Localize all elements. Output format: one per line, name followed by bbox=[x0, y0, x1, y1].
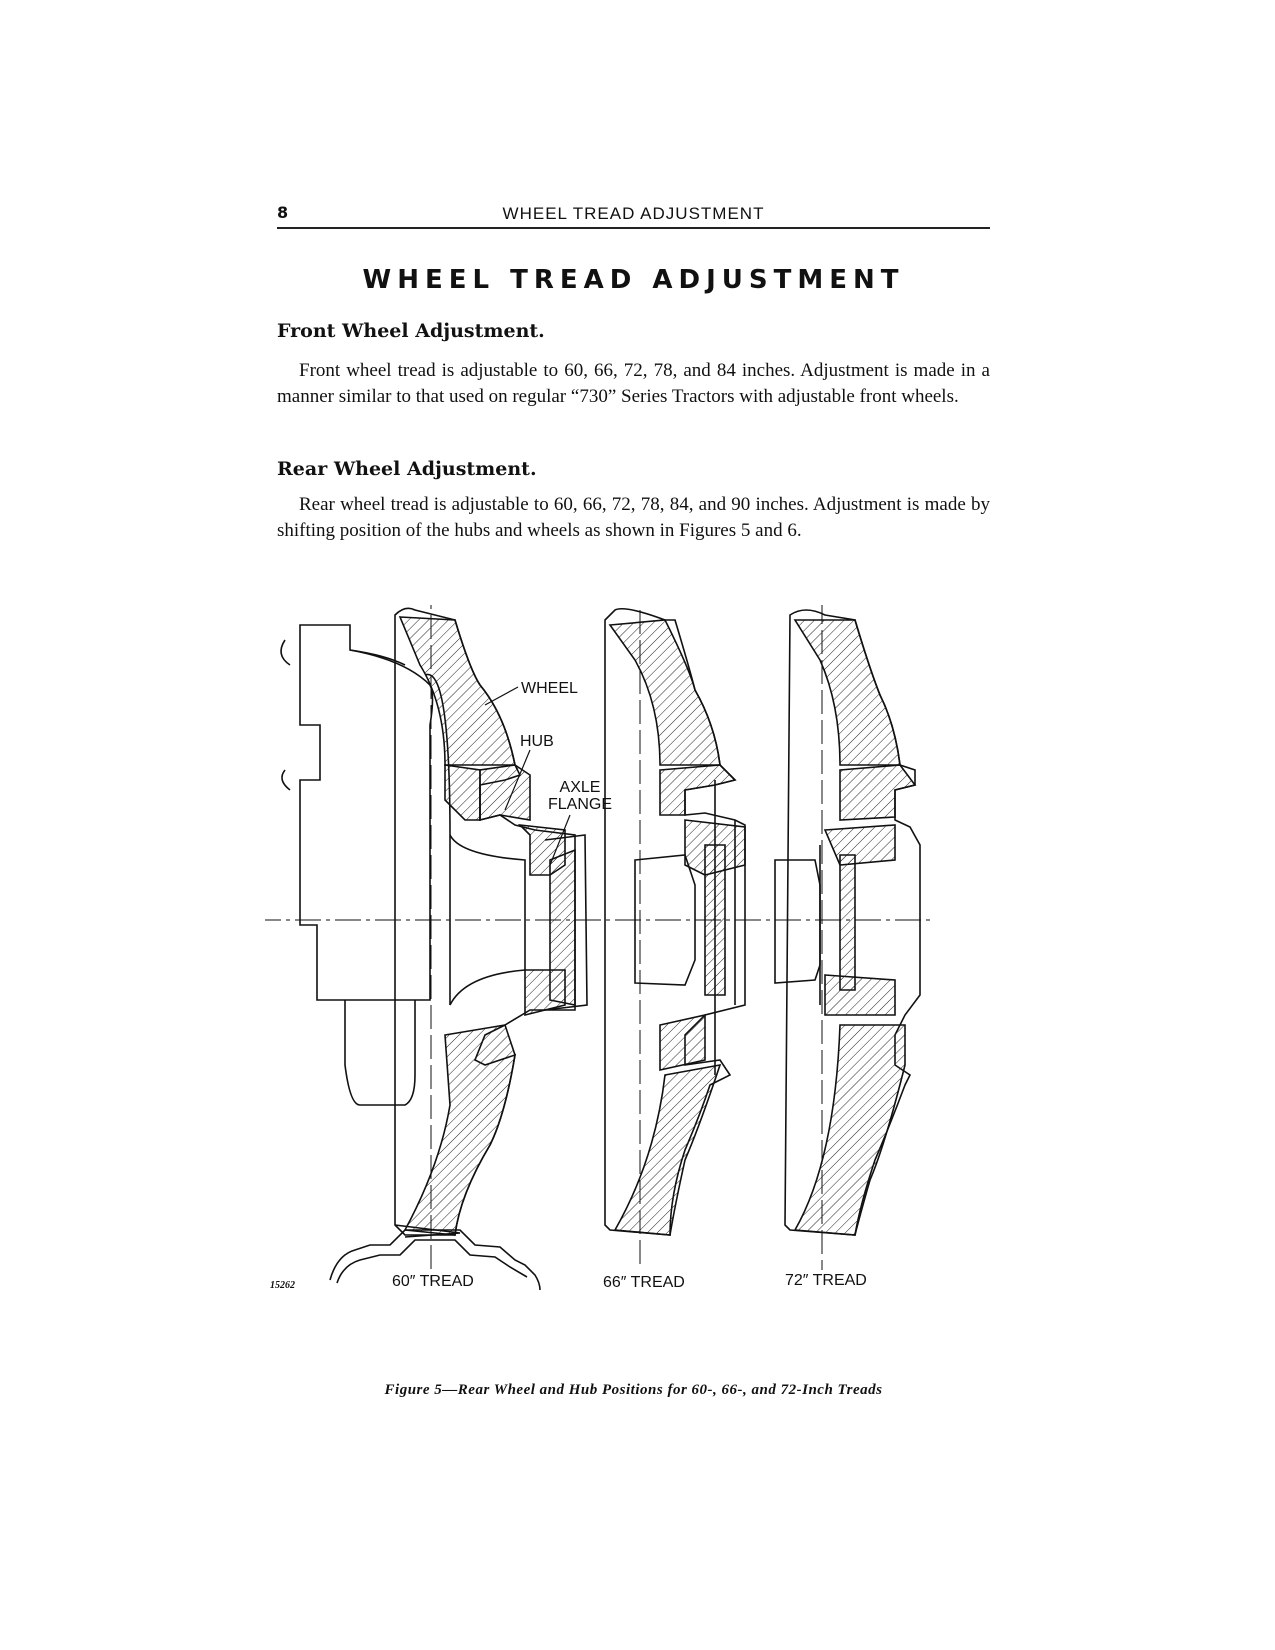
callout-hub: HUB bbox=[520, 733, 554, 750]
running-title: WHEEL TREAD ADJUSTMENT bbox=[502, 204, 765, 223]
page-number: 8 bbox=[277, 203, 289, 222]
paragraph-front: Front wheel tread is adjustable to 60, 6… bbox=[277, 360, 990, 407]
tread-label-72: 72″ TREAD bbox=[785, 1272, 867, 1289]
paragraph-rear: Rear wheel tread is adjustable to 60, 66… bbox=[277, 494, 990, 541]
tread-label-66: 66″ TREAD bbox=[603, 1274, 685, 1291]
tread-label-60: 60″ TREAD bbox=[392, 1273, 474, 1290]
figure-caption: Figure 5—Rear Wheel and Hub Positions fo… bbox=[384, 1382, 883, 1398]
wheel-hub-diagram bbox=[265, 605, 930, 1291]
running-head: 8 WHEEL TREAD ADJUSTMENT bbox=[277, 203, 990, 229]
section-heading-front: Front Wheel Adjustment. bbox=[277, 320, 545, 342]
callout-axle-flange: AXLE FLANGE bbox=[548, 779, 613, 813]
figure-5: WHEEL HUB AXLE FLANGE 15262 60″ TREAD 66… bbox=[265, 605, 990, 1340]
callout-wheel: WHEEL bbox=[521, 680, 578, 697]
figure-number: 15262 bbox=[270, 1280, 295, 1291]
section-heading-rear: Rear Wheel Adjustment. bbox=[277, 458, 537, 480]
page-title: WHEEL TREAD ADJUSTMENT bbox=[362, 265, 905, 295]
